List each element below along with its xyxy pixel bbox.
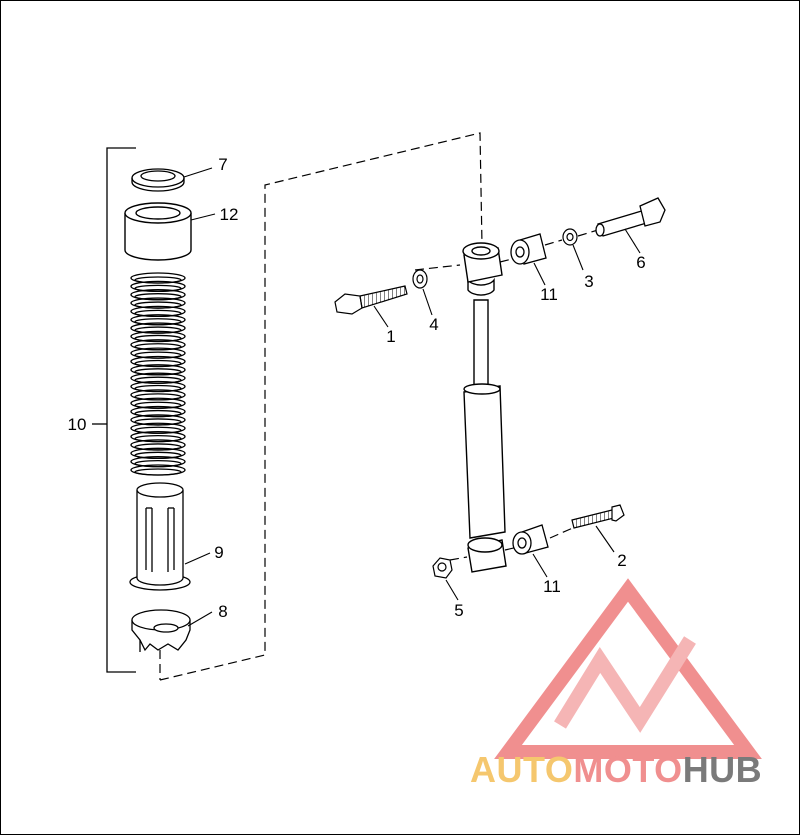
callout-7: 7	[218, 155, 227, 174]
spring-coil-inner	[134, 376, 182, 384]
spring-coil-inner	[134, 318, 182, 326]
spring-coil-inner	[134, 293, 182, 301]
watermark-part-moto: MOTO	[573, 749, 682, 790]
assembly-bracket-10	[92, 147, 136, 673]
spring-coil-inner	[134, 401, 182, 409]
bolt-2	[571, 504, 625, 529]
callout-1: 1	[386, 327, 395, 346]
spring-coil-inner	[134, 368, 182, 376]
spring-coil-inner	[134, 426, 182, 434]
coil-spring	[130, 272, 186, 476]
spring-coil-inner	[134, 393, 182, 401]
shock-absorber	[462, 242, 507, 573]
spring-coil-inner	[134, 434, 182, 443]
callout-10: 10	[68, 415, 87, 434]
spring-coil-inner	[134, 443, 182, 451]
callout-11-upper: 11	[540, 285, 558, 304]
spring-coil-inner	[134, 301, 182, 309]
watermark-part-auto: AUTO	[470, 749, 573, 790]
bushing-11-upper	[510, 233, 547, 265]
callout-9: 9	[214, 543, 223, 562]
spring-coil-inner	[134, 351, 182, 359]
callout-labels: 1 2 3 4 5 6 7 8 9 10 11 11 12	[68, 155, 646, 621]
spring-coil-inner	[134, 276, 182, 284]
spring-coil-inner	[134, 418, 182, 426]
callout-12: 12	[220, 205, 239, 224]
spring-coil-inner	[134, 359, 182, 368]
washer-4	[412, 269, 428, 289]
callout-11-lower: 11	[543, 577, 561, 596]
spring-coil-inner	[134, 334, 182, 343]
retaining-ring-7	[131, 168, 185, 192]
sleeve-6	[595, 197, 666, 237]
callout-4: 4	[429, 315, 438, 334]
callout-3: 3	[584, 272, 593, 291]
watermark-part-hub: HUB	[683, 749, 763, 790]
spring-guide-9	[129, 482, 191, 591]
bushing-11-lower	[512, 524, 549, 555]
adjuster-ring-8	[131, 609, 191, 652]
spring-coil-inner	[134, 309, 182, 318]
spring-coil-inner	[134, 384, 182, 393]
spring-coil-inner	[134, 460, 182, 468]
spring-cap-12	[124, 202, 192, 261]
spring-coil-inner	[134, 451, 182, 459]
spring-coil-inner	[134, 468, 182, 476]
assembly-guide-lines	[159, 132, 599, 681]
spring-coil-inner	[134, 343, 182, 351]
spring-coil-inner	[134, 326, 182, 334]
spring-coil-inner	[134, 284, 182, 292]
callout-2: 2	[617, 551, 626, 570]
nut-5	[432, 557, 453, 579]
spring-coil-inner	[134, 409, 182, 418]
leader-lines	[183, 167, 641, 627]
callout-5: 5	[454, 601, 463, 620]
watermark-logo	[494, 578, 762, 759]
callout-8: 8	[218, 602, 227, 621]
watermark-text: AUTOMOTOHUB	[470, 749, 762, 790]
callout-6: 6	[636, 253, 645, 272]
washer-3	[562, 228, 578, 246]
bolt-1	[334, 285, 408, 315]
